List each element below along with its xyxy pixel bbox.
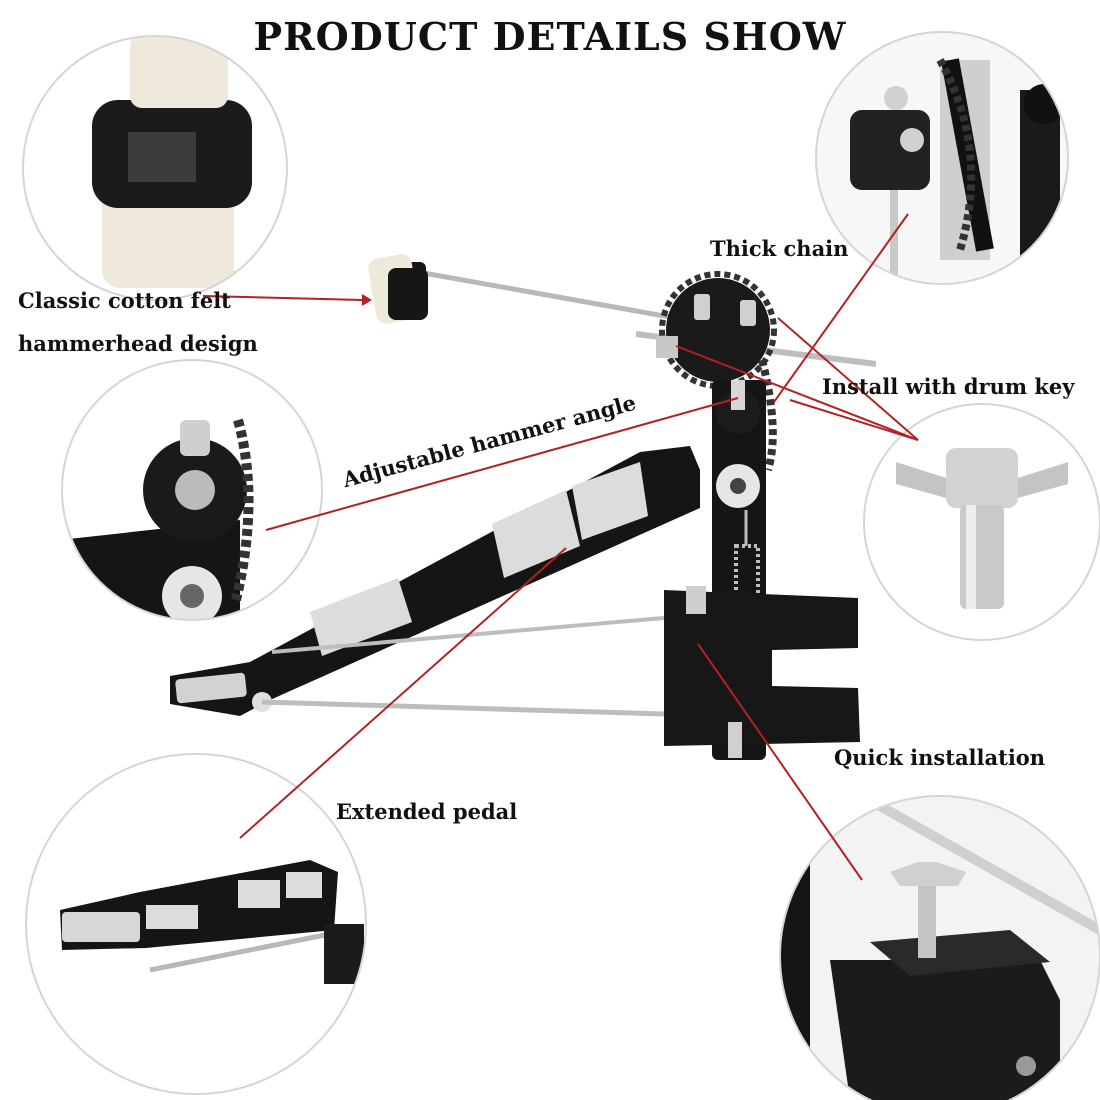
chain-closeup bbox=[816, 32, 1068, 284]
label-quick-install: Quick installation bbox=[834, 745, 1046, 770]
extended-pedal-closeup bbox=[26, 754, 366, 1094]
label-extended-pedal: Extended pedal bbox=[336, 799, 518, 824]
label-felt-line2: hammerhead design bbox=[18, 331, 258, 356]
label-drum-key: Install with drum key bbox=[822, 374, 1075, 399]
felt-hammer-closeup bbox=[23, 36, 287, 300]
central-pedal-assembly bbox=[170, 254, 877, 760]
drum-key-closeup bbox=[864, 404, 1100, 640]
angle-closeup-frame bbox=[61, 359, 323, 621]
pointer-lines bbox=[202, 213, 919, 881]
drum-key-closeup-frame bbox=[863, 403, 1100, 641]
page-title: PRODUCT DETAILS SHOW bbox=[253, 14, 847, 59]
label-thick-chain: Thick chain bbox=[710, 236, 849, 261]
quick-install-closeup-frame bbox=[779, 795, 1100, 1100]
label-felt-line1: Classic cotton felt bbox=[18, 288, 231, 313]
chain-closeup-frame bbox=[815, 31, 1069, 285]
hammer-angle-closeup bbox=[62, 360, 322, 620]
felt-closeup-frame bbox=[22, 35, 288, 301]
pedal-closeup-frame bbox=[25, 753, 367, 1095]
